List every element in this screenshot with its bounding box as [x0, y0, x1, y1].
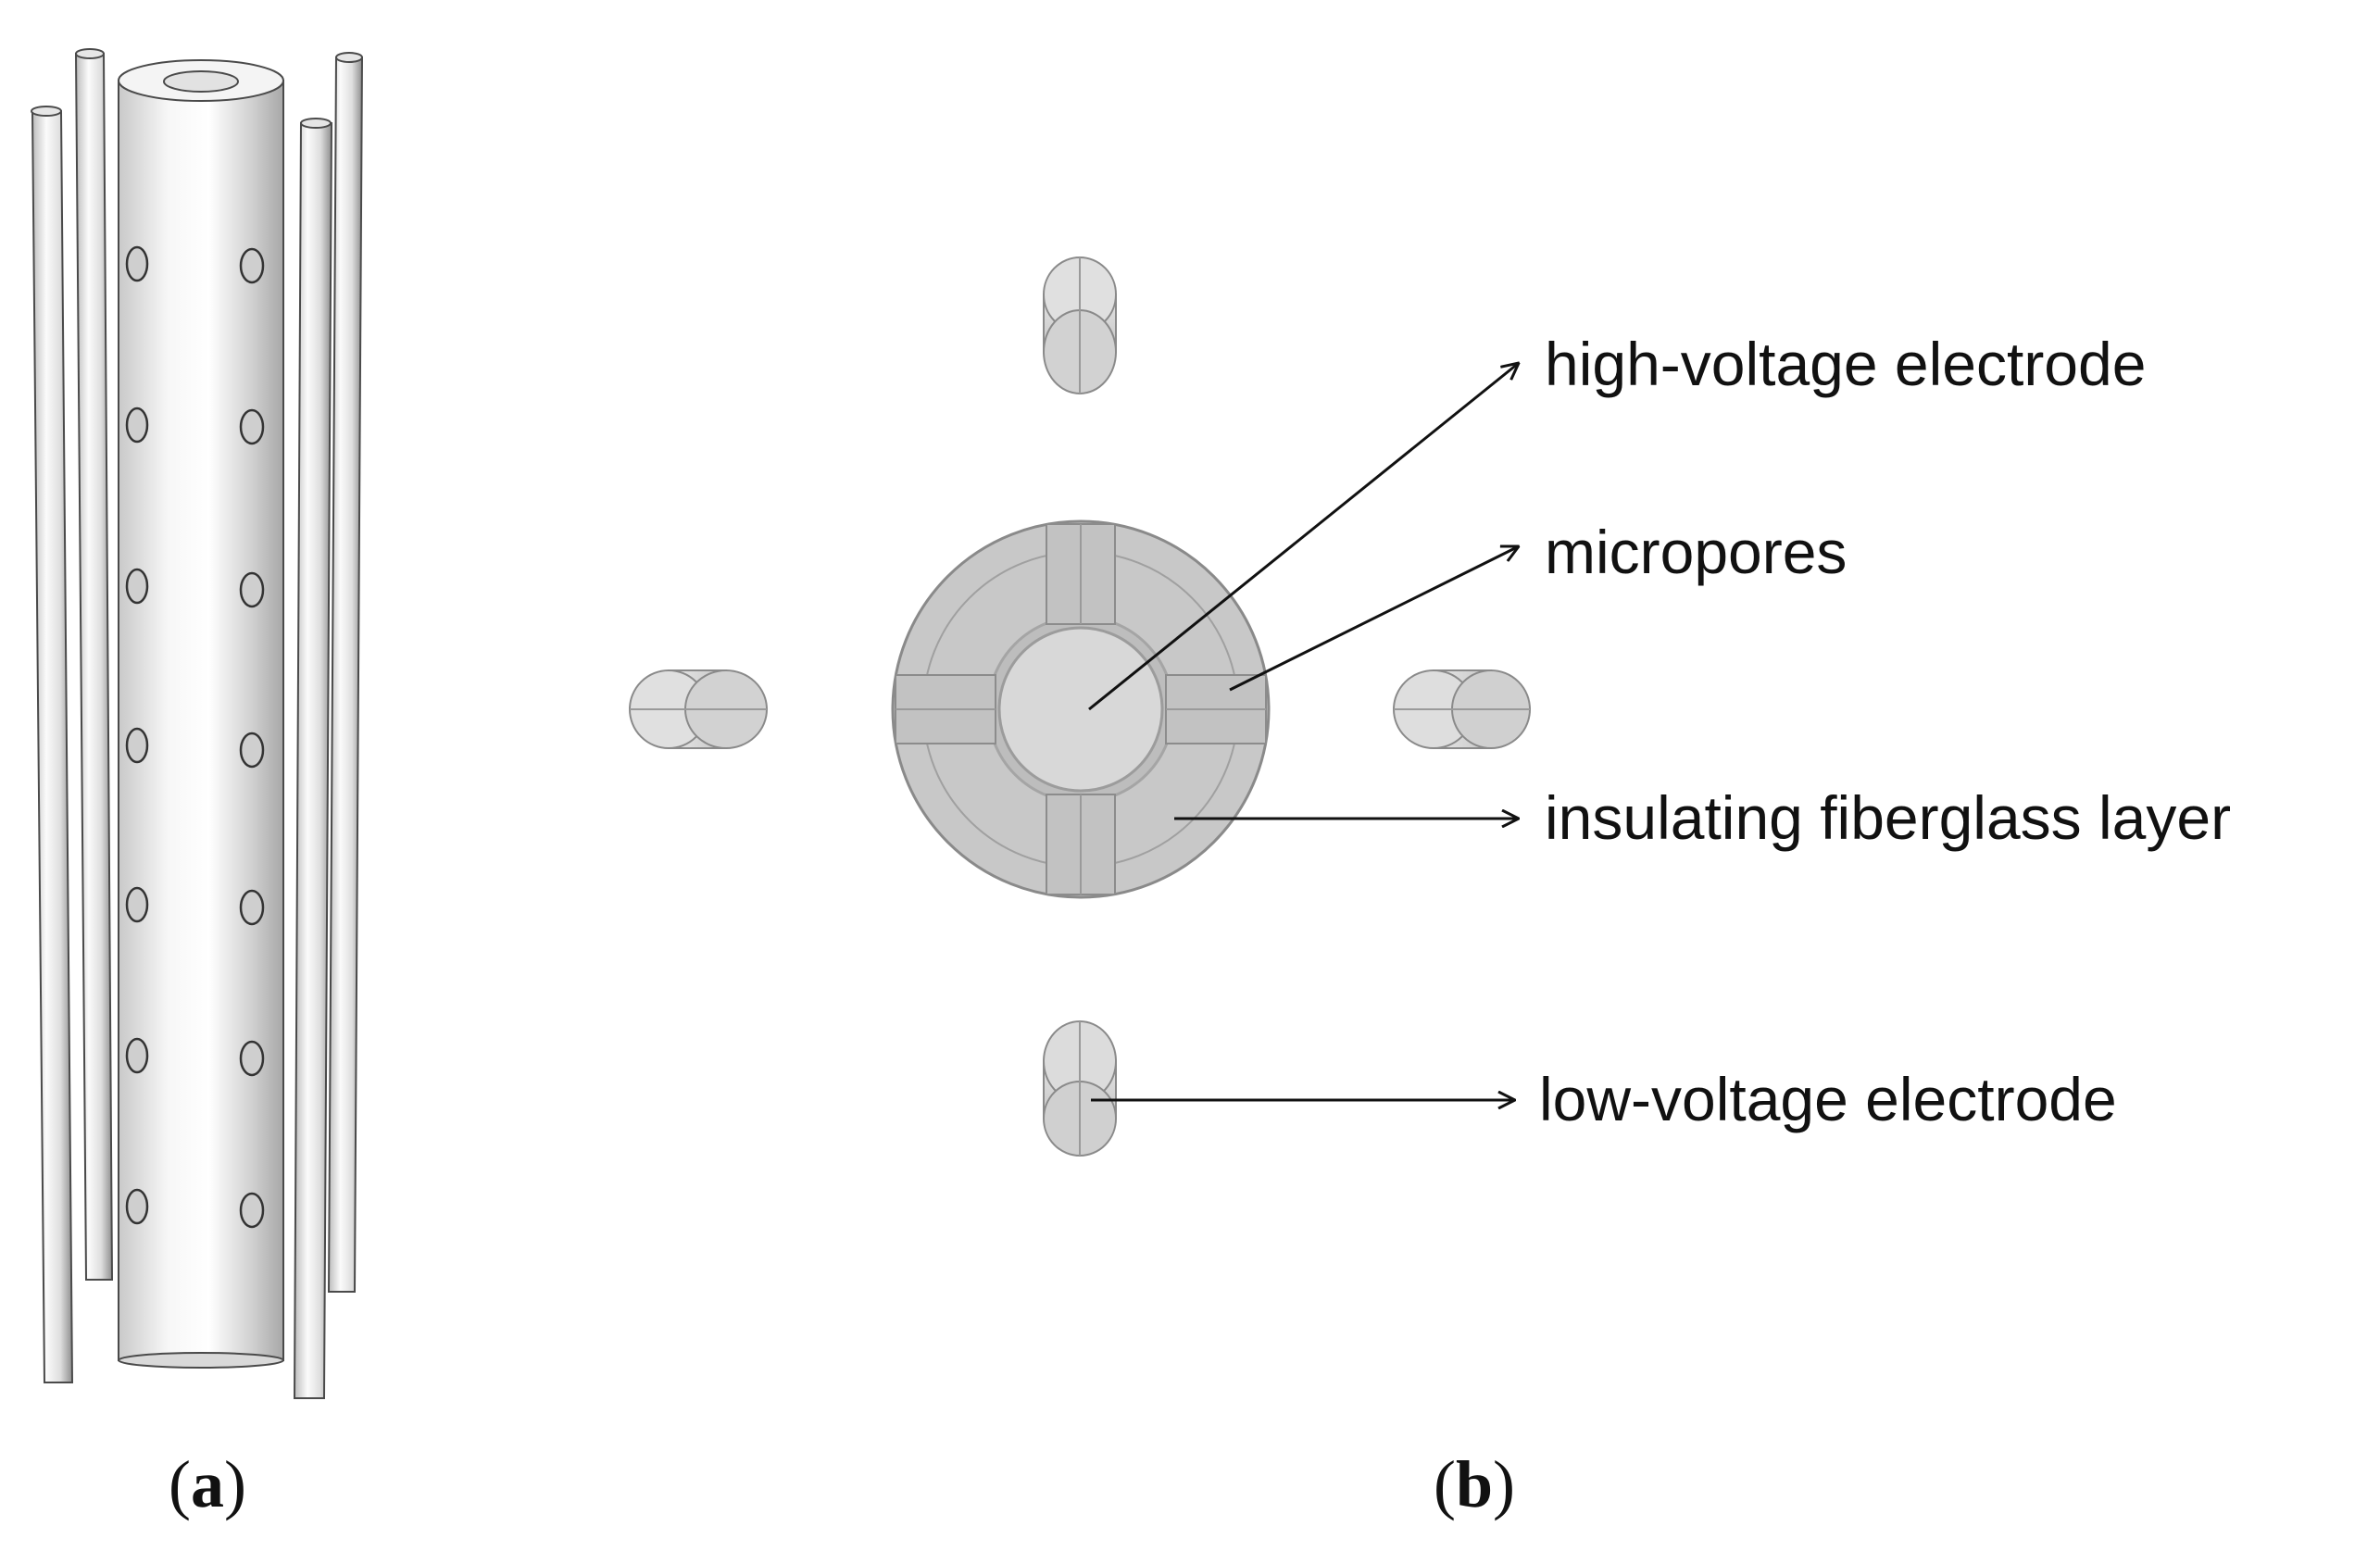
- micropore-channel-bottom: [1046, 794, 1116, 895]
- arrow-high-voltage-electrode: [1088, 363, 1519, 711]
- micropore-channel-top: [1046, 523, 1116, 625]
- label-micropores: micropores: [1545, 518, 1847, 586]
- micropores-right-column: [239, 247, 265, 1229]
- panel-a-3d-view: [31, 48, 364, 1399]
- panel-caption-b: (b): [1434, 1447, 1515, 1521]
- central-tube: [118, 59, 284, 1369]
- low-voltage-electrode-left: [629, 669, 768, 749]
- low-voltage-rod-back-right: [327, 52, 364, 1293]
- panel-caption-b-letter: b: [1456, 1447, 1493, 1521]
- label-insulating-layer: insulating fiberglass layer: [1545, 783, 2231, 852]
- panel-b-top-view: high-voltage electrode micropores insula…: [629, 256, 2231, 1157]
- micropores-left-column: [125, 245, 149, 1225]
- tube-top-bore: [163, 70, 239, 93]
- panel-caption-a: (a): [169, 1447, 246, 1521]
- label-low-voltage-electrode: low-voltage electrode: [1539, 1065, 2117, 1133]
- label-high-voltage-electrode: high-voltage electrode: [1545, 330, 2146, 398]
- low-voltage-rod-front-left: [31, 106, 74, 1383]
- micropore-channel-left: [895, 674, 996, 744]
- low-voltage-rod-front-right: [293, 118, 333, 1399]
- leader-arrows: [1088, 363, 1519, 1100]
- low-voltage-rod-back-left: [74, 48, 114, 1281]
- panel-caption-b-close: ): [1493, 1447, 1515, 1521]
- low-voltage-electrode-top: [1043, 256, 1117, 394]
- panel-caption-a-close: ): [224, 1447, 246, 1521]
- high-voltage-electrode-disk: [997, 626, 1164, 793]
- micropore-channel-right: [1165, 674, 1267, 744]
- panel-caption-a-open: (: [169, 1447, 191, 1521]
- arrow-micropores: [1229, 546, 1519, 692]
- panel-caption-b-open: (: [1434, 1447, 1456, 1521]
- low-voltage-electrode-right: [1393, 669, 1531, 749]
- low-voltage-electrode-bottom: [1043, 1020, 1117, 1157]
- panel-caption-a-letter: a: [191, 1447, 224, 1521]
